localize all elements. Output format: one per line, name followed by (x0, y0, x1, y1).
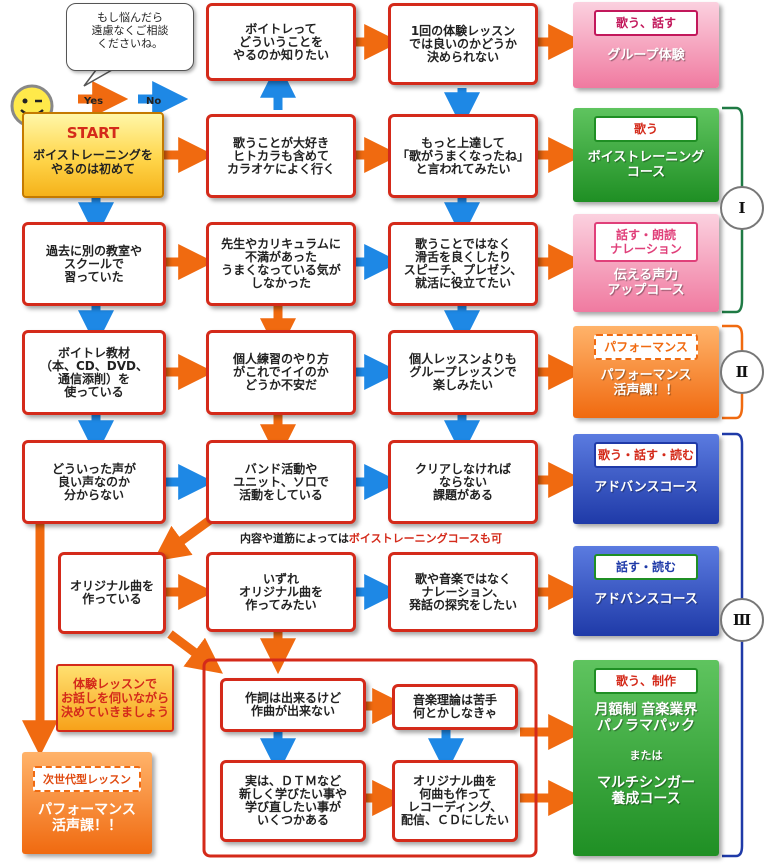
bottom-section-frame (202, 658, 538, 858)
result-tag: 歌う・話す・読む (594, 442, 698, 468)
result-advance-1[interactable]: 歌う・話す・読む アドバンスコース (573, 434, 719, 524)
group-1-marker: Ⅰ (720, 186, 764, 230)
trial-lesson-note: 体験レッスンで お話しを伺いながら 決めていきましょう (56, 664, 174, 732)
question-trial[interactable]: 1回の体験レッスン では良いのかどうか 決められない (388, 3, 538, 85)
result-tag: 歌う、話す (594, 10, 698, 36)
result-name: 伝える声力 アップコース (607, 268, 685, 298)
question-someday[interactable]: いずれ オリジナル曲を 作ってみたい (206, 552, 356, 632)
result-tag: パフォーマンス (594, 334, 698, 360)
question-theory[interactable]: 音楽理論は苦手 何とかしなきゃ (392, 684, 518, 730)
result-or: または (629, 749, 663, 762)
result-group-trial[interactable]: 歌う、話す グループ体験 (573, 2, 719, 88)
result-tag: 話す・朗読 ナレーション (594, 222, 698, 262)
question-dtm[interactable]: 実は、ＤＴＭなど 新しく学びたい事や 学び直したい事が いくつかある (220, 760, 366, 842)
result-tag: 歌う、制作 (594, 668, 698, 694)
result-name: グループ体験 (607, 48, 685, 63)
result-performance[interactable]: パフォーマンス パフォーマンス 活声課！！ (573, 326, 719, 418)
result-music-pack[interactable]: 歌う、制作 月額制 音楽業界 パノラマパック または マルチシンガー 養成コース (573, 660, 719, 856)
question-love-sing[interactable]: 歌うことが大好き ヒトカラも含めて カラオケによく行く (206, 114, 356, 198)
result-name: アドバンスコース (594, 480, 698, 495)
group-3-bracket (722, 432, 744, 858)
result-next-generation[interactable]: 次世代型レッスン パフォーマンス 活声課！！ (22, 752, 152, 854)
group-2-marker: Ⅱ (720, 350, 764, 394)
question-band[interactable]: バンド活動や ユニット、ソロで 活動をしている (206, 440, 356, 524)
result-tag: 歌う (594, 116, 698, 142)
start-question: ボイストレーニングを やるのは初めて (33, 148, 153, 176)
legend-yes-label: Yes (84, 96, 104, 107)
result-name: パフォーマンス 活声課！！ (600, 368, 692, 398)
question-school[interactable]: 過去に別の教室や スクールで 習っていた (22, 222, 166, 306)
result-tag: 次世代型レッスン (33, 766, 141, 792)
question-material[interactable]: ボイトレ教材 （本、CD、DVD、 通信添削）を 使っている (22, 330, 166, 415)
question-narration[interactable]: 歌や音楽ではなく ナレーション、 発話の探究をしたい (388, 552, 538, 632)
question-lyrics[interactable]: 作詞は出来るけど 作曲が出来ない (220, 678, 366, 732)
result-name: パフォーマンス 活声課！！ (38, 802, 136, 834)
question-better[interactable]: もっと上達して 「歌がうまくなったね」 と言われてみたい (388, 114, 538, 198)
speech-bubble: もし悩んだら 遠慮なくご相談 くださいね。 (66, 3, 194, 71)
result-name: ボイストレーニング コース (587, 150, 705, 180)
arrow-yes (152, 516, 213, 562)
legend-no-label: No (146, 96, 162, 107)
result-speaking-course[interactable]: 話す・朗読 ナレーション 伝える声力 アップコース (573, 214, 719, 312)
result-advance-2[interactable]: 話す・読む アドバンスコース (573, 546, 719, 636)
start-box[interactable]: START ボイストレーニングを やるのは初めて (22, 112, 164, 198)
question-voice[interactable]: どういった声が 良い声なのか 分からない (22, 440, 166, 524)
question-record[interactable]: オリジナル曲を 何曲も作って レコーディング、 配信、ＣＤにしたい (392, 760, 518, 842)
question-original[interactable]: オリジナル曲を 作っている (58, 552, 166, 634)
question-teacher[interactable]: 先生やカリキュラムに 不満があった うまくなっている気が しなかった (206, 222, 356, 306)
result-name-alt: マルチシンガー 養成コース (597, 775, 695, 807)
result-tag: 話す・読む (594, 554, 698, 580)
arrow-yes (167, 630, 223, 674)
start-title: START (66, 124, 120, 142)
question-clear[interactable]: クリアしなければ ならない 課題がある (388, 440, 538, 524)
question-voitore[interactable]: ボイトレって どういうことを やるのか知りたい (206, 3, 356, 81)
question-group[interactable]: 個人レッスンよりも グループレッスンで 楽しみたい (388, 330, 538, 415)
route-caption: 内容や道筋によってはボイストレーニングコースも可 (240, 532, 503, 545)
result-name: アドバンスコース (594, 592, 698, 607)
question-speech[interactable]: 歌うことではなく 滑舌を良くしたり スピーチ、プレゼン、 就活に役立てたい (388, 222, 538, 306)
result-voice-training[interactable]: 歌う ボイストレーニング コース (573, 108, 719, 202)
result-name: 月額制 音楽業界 パノラマパック (594, 702, 698, 734)
group-3-marker: Ⅲ (720, 598, 764, 642)
question-self-practice[interactable]: 個人練習のやり方 がこれでイイのか どうか不安だ (206, 330, 356, 415)
